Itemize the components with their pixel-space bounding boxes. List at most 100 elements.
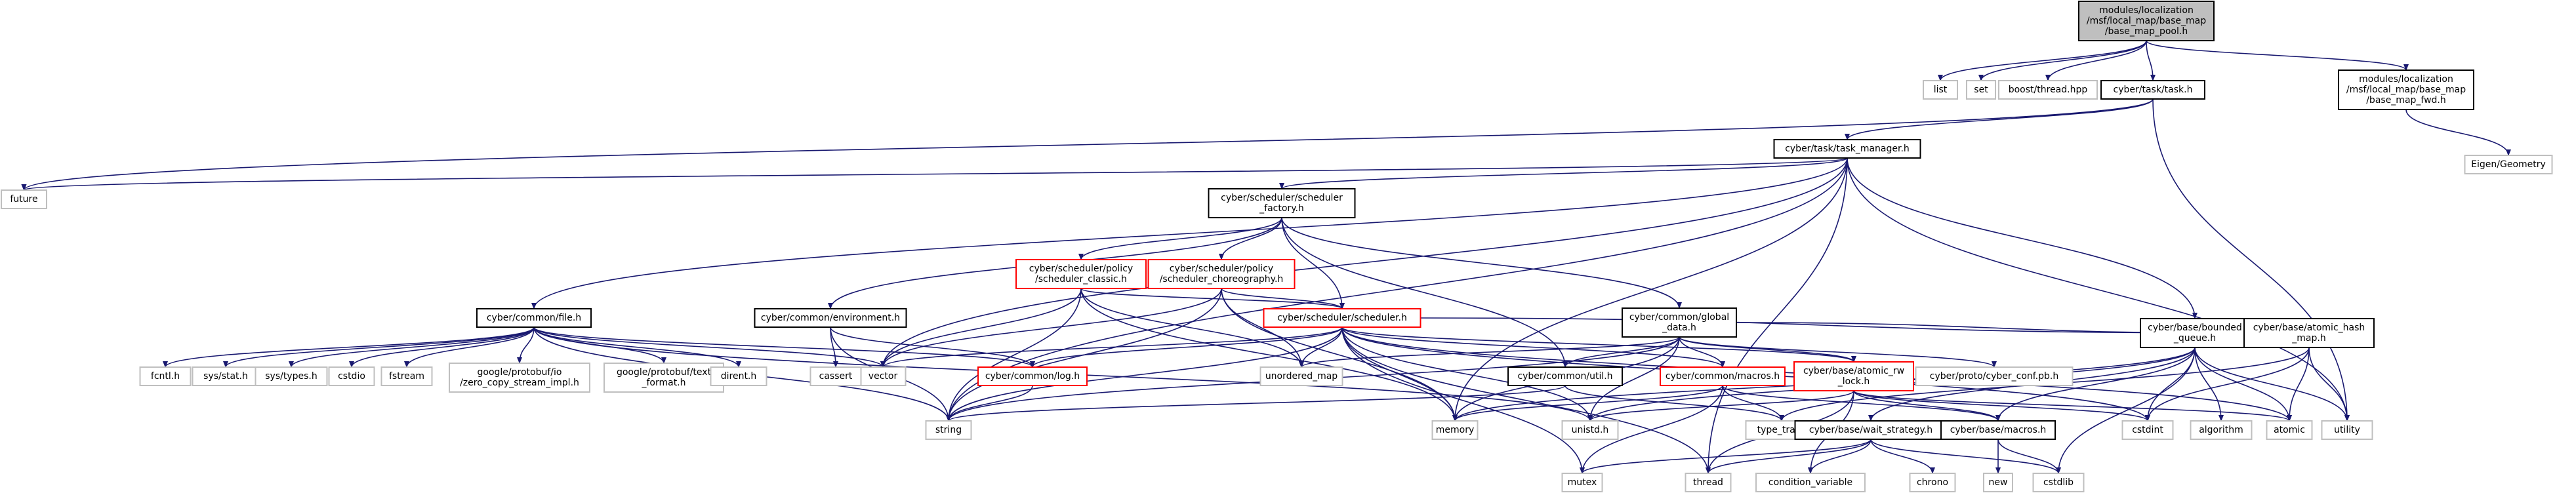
node-box <box>2121 420 2174 440</box>
node-label-line: vector <box>869 371 898 382</box>
edge-wait-strategy-to-mutex <box>1580 439 1871 474</box>
node-label-line: cstdint <box>2132 425 2163 435</box>
node-box <box>1983 473 2013 492</box>
edge-macros-base-to-cstdlib <box>1997 439 2061 474</box>
node-label-line: type_traits <box>1757 425 1807 435</box>
node-file-h[interactable]: cyber/common/file.h <box>476 308 592 328</box>
edge-wait-strategy-to-condition-variable <box>1808 439 1871 474</box>
edge-scheduler-factory-to-policy-choreo <box>1219 217 1282 260</box>
node-box <box>1147 259 1296 289</box>
node-label-line: algorithm <box>2199 425 2243 435</box>
edge-task-manager-to-file-h <box>531 157 1848 309</box>
edge-util-h-to-type-traits <box>1564 385 1784 422</box>
node-box <box>1923 80 1958 100</box>
node-task-h[interactable]: cyber/task/task.h <box>2100 80 2205 100</box>
node-label-line: cyber/proto/cyber_conf.pb.h <box>1930 371 2058 382</box>
edge-root-to-base-map-fwd <box>2146 40 2409 71</box>
node-box <box>1685 473 1732 492</box>
node-box <box>1015 259 1147 289</box>
edge-bounded-queue-to-algorithm <box>2194 347 2224 422</box>
edge-file-h-to-zero-copy <box>517 326 535 364</box>
edge-global-data-to-unistd <box>1587 336 1680 422</box>
edge-bounded-queue-to-cstdlib <box>2056 347 2196 474</box>
node-macros-common[interactable]: cyber/common/macros.h <box>1660 366 1786 386</box>
edge-task-manager-to-thread <box>1706 157 1848 474</box>
node-macros-base[interactable]: cyber/base/macros.h <box>1940 420 2056 440</box>
edge-task-manager-to-scheduler-factory <box>1279 157 1848 189</box>
edge-macros-common-to-mutex <box>1580 385 1723 474</box>
edge-base-map-fwd-to-eigen <box>2405 109 2511 156</box>
node-label-line: /scheduler_choreography.h <box>1160 274 1284 285</box>
node-label-line: mutex <box>1568 477 1597 488</box>
edge-task-h-to-task-manager <box>1845 98 2154 140</box>
edge-global-data-to-cyber-conf <box>1679 336 1997 368</box>
node-scheduler-factory[interactable]: cyber/scheduler/scheduler_factory.h <box>1208 188 1356 218</box>
node-label-line: chrono <box>1917 477 1948 488</box>
node-fstream: fstream <box>380 366 433 386</box>
node-util-h[interactable]: cyber/common/util.h <box>1507 366 1623 386</box>
edge-atomic-rw-lock-to-macros-base <box>1853 390 2001 422</box>
node-box <box>449 363 590 393</box>
node-base-map-fwd[interactable]: modules/localization/msf/local_map/base_… <box>2338 69 2474 110</box>
node-label-line: cyber/scheduler/scheduler.h <box>1277 313 1407 323</box>
node-label-line: modules/localization <box>2359 74 2453 85</box>
node-label-line: /zero_copy_stream_impl.h <box>460 378 579 388</box>
node-task-manager[interactable]: cyber/task/task_manager.h <box>1773 139 1921 159</box>
node-atomic-hash-map[interactable]: cyber/base/atomic_hash_map.h <box>2243 318 2375 348</box>
edge-atomic-hash-map-to-cstdint <box>2145 347 2310 422</box>
node-label-line: cstdlib <box>2043 477 2074 488</box>
node-label-line: cyber/base/macros.h <box>1950 425 2047 435</box>
edge-macros-common-to-macros-base <box>1722 385 2001 422</box>
node-box <box>1561 420 1619 440</box>
node-label-line: /base_map_pool.h <box>2105 26 2188 37</box>
node-label-line: cyber/scheduler/scheduler <box>1221 193 1343 203</box>
node-log-h[interactable]: cyber/common/log.h <box>977 366 1088 386</box>
node-box <box>2190 420 2253 440</box>
node-label-line: string <box>935 425 962 435</box>
node-label-line: set <box>1974 85 1988 95</box>
node-box <box>1940 420 2056 440</box>
node-policy-choreo[interactable]: cyber/scheduler/policy/scheduler_choreog… <box>1147 259 1296 289</box>
edge-scheduler-h-to-thread <box>1341 326 1711 474</box>
edge-file-h-to-fstream <box>404 326 535 368</box>
node-text-format: google/protobuf/text_format.h <box>603 363 724 393</box>
node-new: new <box>1983 473 2013 492</box>
node-root[interactable]: modules/localization/msf/local_map/base_… <box>2078 1 2215 41</box>
edge-bounded-queue-to-atomic <box>2194 347 2292 422</box>
edge-task-manager-to-bounded-queue <box>1847 157 2198 319</box>
node-policy-classic[interactable]: cyber/scheduler/policy/scheduler_classic… <box>1015 259 1147 289</box>
edge-global-data-to-macros-common <box>1679 336 1725 368</box>
node-label-line: cyber/task/task_manager.h <box>1785 144 1910 154</box>
node-label-line: cyber/common/file.h <box>487 313 581 323</box>
node-wait-strategy[interactable]: cyber/base/wait_strategy.h <box>1794 420 1948 440</box>
edge-policy-classic-to-memory <box>1080 288 1458 422</box>
edge-root-to-list <box>1938 40 2147 81</box>
node-environment-h[interactable]: cyber/common/environment.h <box>754 308 907 328</box>
node-label-line: cyber/task/task.h <box>2114 85 2193 95</box>
edge-file-h-to-log-h <box>533 326 1035 368</box>
node-atomic: atomic <box>2266 420 2313 440</box>
node-atomic-rw-lock[interactable]: cyber/base/atomic_rw_lock.h <box>1793 361 1914 391</box>
node-box <box>1 189 47 209</box>
edge-scheduler-h-to-unordered-map <box>1299 326 1343 368</box>
edge-bounded-queue-to-utility <box>2194 347 2350 422</box>
node-box <box>380 366 433 386</box>
edge-global-data-to-util-h <box>1563 336 1680 368</box>
node-label-line: cassert <box>819 371 853 382</box>
edge-policy-choreo-to-vector <box>880 288 1222 368</box>
node-unordered-map: unordered_map <box>1259 366 1343 386</box>
node-global-data[interactable]: cyber/common/global_data.h <box>1622 307 1737 338</box>
node-list: list <box>1923 80 1958 100</box>
edge-global-data-to-unordered-map <box>1299 336 1680 368</box>
edge-scheduler-h-to-atomic-rw-lock <box>1341 326 1856 363</box>
node-unistd: unistd.h <box>1561 420 1619 440</box>
node-box <box>977 366 1088 386</box>
node-bounded-queue[interactable]: cyber/base/bounded_queue.h <box>2140 318 2250 348</box>
node-box <box>1966 80 1996 100</box>
edge-policy-classic-to-string <box>946 288 1082 422</box>
node-box <box>192 366 260 386</box>
node-scheduler-h[interactable]: cyber/scheduler/scheduler.h <box>1263 308 1421 328</box>
node-label-line: condition_variable <box>1768 477 1852 488</box>
node-box <box>1622 307 1737 338</box>
node-box <box>1431 420 1479 440</box>
